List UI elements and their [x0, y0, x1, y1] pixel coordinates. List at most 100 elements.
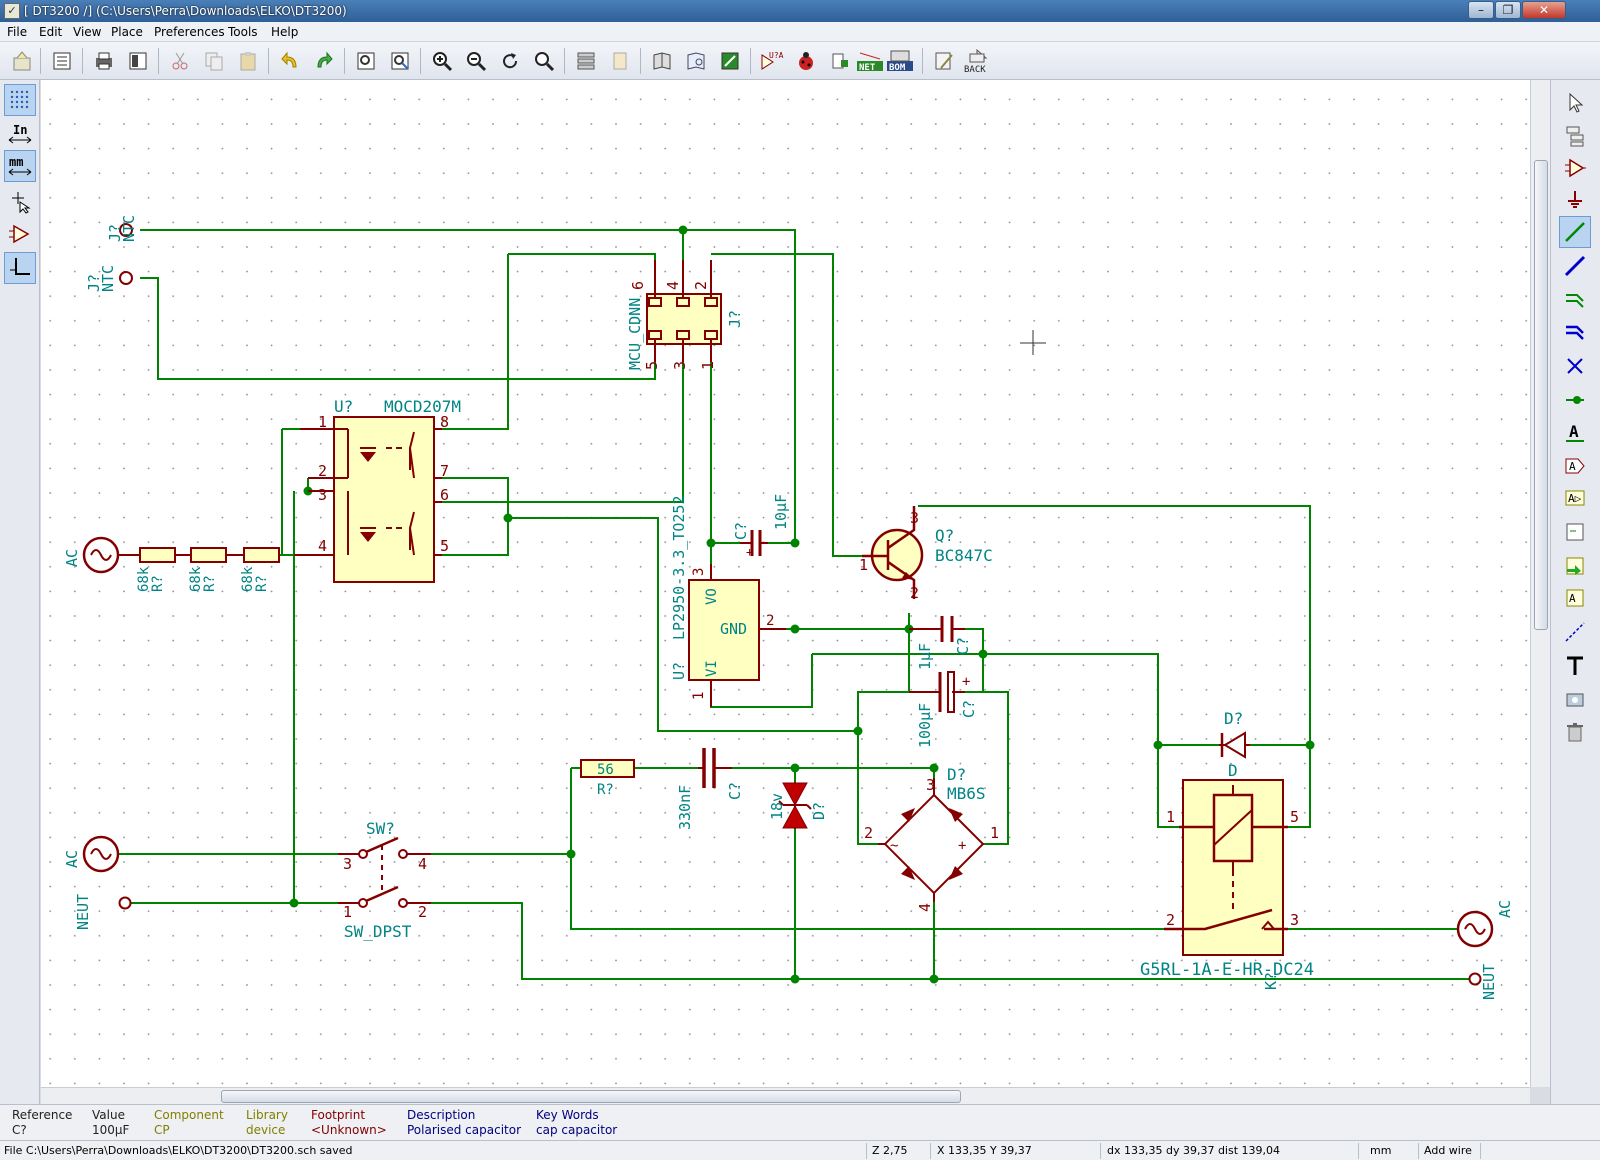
units-inch-button[interactable]: In [4, 118, 36, 150]
mcu-connector[interactable]: 6 4 2 5 3 1 MCU_CDNN J? [626, 260, 744, 370]
horizontal-scrollbar[interactable] [41, 1087, 1530, 1104]
resistor-56[interactable]: 56 R? [580, 759, 635, 798]
new-schematic-button[interactable] [8, 47, 36, 75]
back-button[interactable]: BACK [962, 47, 992, 75]
wire-angle-button[interactable] [4, 252, 36, 284]
minimize-button[interactable]: – [1468, 1, 1494, 19]
annotate-button[interactable]: U?A [758, 47, 786, 75]
restore-button[interactable]: ❐ [1495, 1, 1521, 19]
library-browser-button[interactable] [682, 47, 710, 75]
no-connect-button[interactable] [1559, 350, 1591, 382]
undo-icon [281, 51, 297, 68]
neutral-input[interactable]: NEUT [74, 894, 132, 930]
delete-button[interactable] [1559, 716, 1591, 748]
vertical-scrollbar[interactable] [1530, 80, 1550, 1087]
transistor-bc847c[interactable]: 1 2 3 Q? BC847C [859, 506, 993, 602]
library-editor-button[interactable] [648, 47, 676, 75]
menu-edit[interactable]: Edit [39, 25, 63, 39]
copy-button[interactable] [200, 47, 228, 75]
paste-button[interactable] [234, 47, 262, 75]
edit-fields-button[interactable] [930, 47, 958, 75]
bus-bus-entry-button[interactable] [1559, 316, 1591, 348]
relay-g5rl[interactable]: 1 5 2 3 G5RL-1A-E-HR-DC24 K? [1140, 779, 1314, 990]
redo-button[interactable] [310, 47, 338, 75]
find-button[interactable] [352, 47, 380, 75]
netlist-button[interactable]: NET [856, 47, 884, 75]
cvpcb-button[interactable] [826, 47, 854, 75]
ac-out-label: AC [1496, 900, 1514, 918]
place-component-button[interactable] [1559, 152, 1591, 184]
ntc-connector-1[interactable]: J? NTC [106, 215, 138, 242]
print-button[interactable] [90, 47, 118, 75]
ntc-connector-2[interactable]: J? NTC [85, 265, 133, 292]
find-replace-button[interactable] [386, 47, 414, 75]
hidden-pins-button[interactable] [4, 218, 36, 250]
capacitor-100uf[interactable]: + 100µF C? [909, 671, 978, 748]
undo-button[interactable] [276, 47, 304, 75]
page-settings-button[interactable] [48, 47, 76, 75]
svg-text:A: A [1569, 422, 1579, 441]
text-button[interactable] [1559, 650, 1591, 682]
place-wire-button[interactable] [1559, 216, 1591, 248]
sw-ref: SW? [366, 819, 395, 838]
menu-preferences[interactable]: Preferences [154, 25, 225, 39]
close-button[interactable]: ✕ [1522, 1, 1566, 19]
ac-source-1[interactable]: AC [63, 536, 136, 574]
q-ref: Q? [935, 526, 954, 545]
redraw-button[interactable] [496, 47, 524, 75]
hierarchy-navigator-button[interactable] [572, 47, 600, 75]
zoom-out-button[interactable] [462, 47, 490, 75]
inch-units-icon: In [8, 123, 32, 144]
menu-tools[interactable]: Tools [228, 25, 258, 39]
leave-sheet-button[interactable] [606, 47, 634, 75]
wire-bus-entry-button[interactable] [1559, 284, 1591, 316]
switch-dpst[interactable]: 3 4 1 2 SW? SW_DPST [338, 819, 431, 941]
cut-button[interactable] [166, 47, 194, 75]
tvs-diode-18v[interactable]: 18v D? [768, 782, 828, 829]
plot-button[interactable] [124, 47, 152, 75]
junction-button[interactable] [1559, 384, 1591, 416]
ldo-regulator[interactable]: VO GND VI 3 2 1 U? LP2950-3.3_TO252 [670, 496, 786, 708]
graphic-line-button[interactable] [1559, 616, 1591, 648]
units-mm-button[interactable]: mm [4, 150, 36, 182]
net-label-button[interactable]: A [1559, 416, 1591, 448]
flyback-diode[interactable]: D? D [1219, 709, 1250, 780]
neutral-output[interactable]: NEUT [1468, 964, 1499, 1000]
global-label-button[interactable]: A [1559, 450, 1591, 482]
capacitor-10uf[interactable]: + C? 10µF [732, 494, 790, 559]
bridge-rectifier-mb6s[interactable]: ~ + 3 2 1 4 D? MB6S [864, 765, 999, 912]
grid-toggle-button[interactable] [4, 84, 36, 116]
zoom-fit-button[interactable] [530, 47, 558, 75]
hierarchy-nav-tool-button[interactable] [1559, 120, 1591, 152]
image-button[interactable] [1559, 684, 1591, 716]
capacitor-330nf[interactable]: 330nF C? [676, 748, 744, 830]
hierarchical-label-button[interactable]: A▷ [1559, 482, 1591, 514]
erc-button[interactable] [792, 47, 820, 75]
pcbnew-button[interactable] [716, 47, 744, 75]
schematic-canvas[interactable]: J? NTC J? NTC 6 4 2 [41, 80, 1530, 1087]
optocoupler-mocd207m[interactable]: 1 2 3 4 8 7 6 5 U? MOCD207M [294, 397, 461, 583]
select-tool-button[interactable] [1559, 86, 1591, 118]
vertical-scroll-thumb[interactable] [1534, 160, 1548, 630]
ac-source-2[interactable]: AC [63, 835, 120, 873]
menu-file[interactable]: File [7, 25, 28, 39]
capacitor-1uf[interactable]: 1µF C? [909, 616, 972, 670]
bom-button[interactable]: BOM [886, 47, 914, 75]
place-bus-button[interactable] [1559, 250, 1591, 282]
pin-label: 1 [1166, 808, 1175, 826]
menu-bar: File Edit View Place Preferences Tools H… [0, 22, 1600, 42]
app-icon: ✓ [4, 3, 20, 19]
menu-help[interactable]: Help [271, 25, 299, 39]
menu-view[interactable]: View [73, 25, 102, 39]
sheet-pin-button[interactable]: A [1559, 582, 1591, 614]
ldo-gnd-pin: GND [720, 620, 747, 638]
zoom-in-button[interactable] [428, 47, 456, 75]
horizontal-scroll-thumb[interactable] [221, 1090, 961, 1103]
resistor-chain[interactable] [136, 547, 280, 563]
import-sheet-pin-button[interactable] [1559, 550, 1591, 582]
place-power-button[interactable] [1559, 184, 1591, 216]
hierarchical-sheet-button[interactable] [1559, 516, 1591, 548]
cursor-shape-button[interactable] [4, 186, 36, 218]
ac-output[interactable]: AC [1456, 900, 1514, 948]
menu-place[interactable]: Place [111, 25, 143, 39]
